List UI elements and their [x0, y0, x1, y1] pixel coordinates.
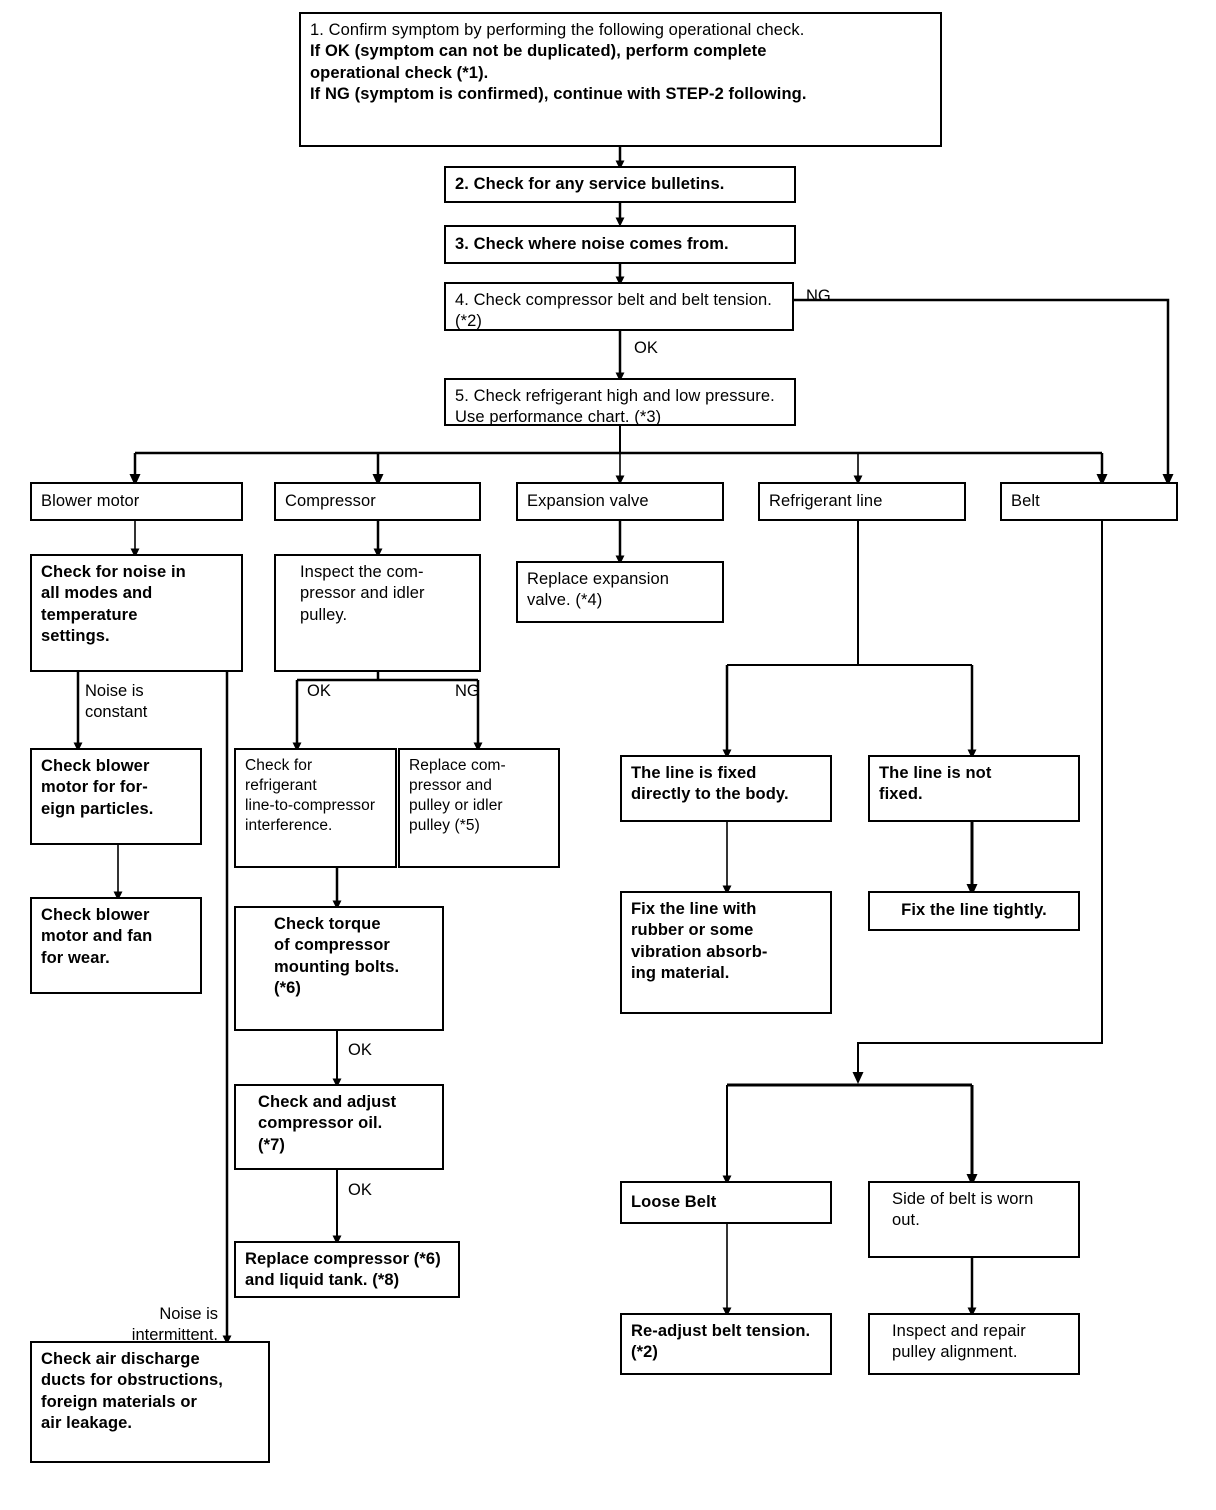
step-1-line-1: 1. Confirm symptom by performing the fol… — [310, 21, 805, 39]
category-blower-motor-label: Blower motor — [41, 491, 140, 510]
category-expansion-valve-label: Expansion valve — [527, 491, 649, 510]
category-compressor-box: Compressor — [274, 482, 481, 521]
belt-inspect-pulley-box: Inspect and repair pulley alignment. — [868, 1313, 1080, 1375]
compressor-check-interference-label: Check for refrigerant line-to-compressor… — [245, 757, 376, 835]
blower-air-ducts-box: Check air discharge ducts for obstructio… — [30, 1341, 270, 1463]
compressor-inspect-box: Inspect the com- pressor and idler pulle… — [274, 554, 481, 672]
compressor-check-interference-box: Check for refrigerant line-to-compressor… — [234, 748, 397, 868]
edge-label-blower-noise-intermittent: Noise is intermittent. — [131, 1305, 218, 1344]
compressor-check-torque-label: Check torque of compressor mounting bolt… — [274, 915, 400, 998]
belt-loose-box: Loose Belt — [620, 1181, 832, 1224]
fix-line-rubber-box: Fix the line with rubber or some vibrati… — [620, 891, 832, 1014]
step-1-box: 1. Confirm symptom by performing the fol… — [299, 12, 942, 147]
category-refrigerant-line-label: Refrigerant line — [769, 491, 883, 510]
compressor-replace-pulley-box: Replace com- pressor and pulley or idler… — [398, 748, 560, 868]
step-3-label: 3. Check where noise comes from. — [455, 234, 729, 253]
expansion-replace-valve-label: Replace expansion valve. (*4) — [527, 570, 670, 610]
compressor-check-oil-label: Check and adjust compressor oil. (*7) — [258, 1093, 397, 1154]
step-3-box: 3. Check where noise comes from. — [444, 225, 796, 264]
category-expansion-valve-box: Expansion valve — [516, 482, 724, 521]
compressor-check-torque-box: Check torque of compressor mounting bolt… — [234, 906, 444, 1031]
line-not-fixed-box: The line is not fixed. — [868, 755, 1080, 822]
fix-line-tightly-label: Fix the line tightly. — [901, 901, 1047, 920]
category-compressor-label: Compressor — [285, 491, 376, 510]
blower-air-ducts-label: Check air discharge ducts for obstructio… — [41, 1350, 223, 1433]
line-fixed-body-label: The line is fixed directly to the body. — [631, 764, 789, 804]
belt-inspect-pulley-label: Inspect and repair pulley alignment. — [892, 1322, 1026, 1362]
edge-label-oil-ok: OK — [348, 1181, 372, 1199]
step-2-label: 2. Check for any service bulletins. — [455, 174, 725, 193]
line-fixed-body-box: The line is fixed directly to the body. — [620, 755, 832, 822]
belt-worn-box: Side of belt is worn out. — [868, 1181, 1080, 1258]
line-not-fixed-label: The line is not fixed. — [879, 764, 992, 804]
belt-loose-label: Loose Belt — [631, 1192, 717, 1211]
belt-readjust-label: Re-adjust belt tension. (*2) — [631, 1322, 811, 1362]
compressor-replace-pulley-label: Replace com- pressor and pulley or idler… — [409, 757, 506, 835]
step-5-label: 5. Check refrigerant high and low pressu… — [455, 387, 775, 427]
expansion-replace-valve-box: Replace expansion valve. (*4) — [516, 561, 724, 623]
blower-foreign-particles-box: Check blower motor for for- eign particl… — [30, 748, 202, 845]
edge-label-step4-ng: NG — [806, 287, 831, 305]
blower-foreign-particles-label: Check blower motor for for- eign particl… — [41, 757, 154, 818]
blower-check-noise-box: Check for noise in all modes and tempera… — [30, 554, 243, 672]
category-refrigerant-line-box: Refrigerant line — [758, 482, 966, 521]
edge-label-compressor-ok: OK — [307, 682, 331, 700]
step-1-line-2: If OK (symptom can not be duplicated), p… — [310, 42, 767, 61]
compressor-inspect-label: Inspect the com- pressor and idler pulle… — [300, 563, 425, 624]
compressor-check-oil-box: Check and adjust compressor oil. (*7) — [234, 1084, 444, 1170]
step-2-box: 2. Check for any service bulletins. — [444, 166, 796, 203]
belt-worn-label: Side of belt is worn out. — [892, 1190, 1034, 1230]
compressor-replace-label: Replace compressor (*6) and liquid tank.… — [245, 1250, 441, 1290]
compressor-replace-box: Replace compressor (*6) and liquid tank.… — [234, 1241, 460, 1298]
belt-readjust-box: Re-adjust belt tension. (*2) — [620, 1313, 832, 1375]
step-1-line-3: operational check (*1). — [310, 63, 489, 82]
step-4-label: 4. Check compressor belt and belt tensio… — [455, 291, 772, 331]
blower-fan-wear-box: Check blower motor and fan for wear. — [30, 897, 202, 994]
blower-check-noise-label: Check for noise in all modes and tempera… — [41, 563, 186, 646]
category-blower-motor-box: Blower motor — [30, 482, 243, 521]
fix-line-rubber-label: Fix the line with rubber or some vibrati… — [631, 900, 768, 983]
step-4-box: 4. Check compressor belt and belt tensio… — [444, 282, 794, 331]
blower-fan-wear-label: Check blower motor and fan for wear. — [41, 906, 153, 967]
edge-label-compressor-ng: NG — [455, 682, 480, 700]
category-belt-label: Belt — [1011, 491, 1040, 510]
fix-line-tightly-box: Fix the line tightly. — [868, 891, 1080, 931]
edge-label-step4-ok: OK — [634, 339, 658, 357]
edge-label-torque-ok: OK — [348, 1041, 372, 1059]
step-5-box: 5. Check refrigerant high and low pressu… — [444, 378, 796, 426]
category-belt-box: Belt — [1000, 482, 1178, 521]
edge-label-blower-noise-constant: Noise is constant — [85, 682, 148, 721]
step-1-line-4: If NG (symptom is confirmed), continue w… — [310, 85, 807, 104]
